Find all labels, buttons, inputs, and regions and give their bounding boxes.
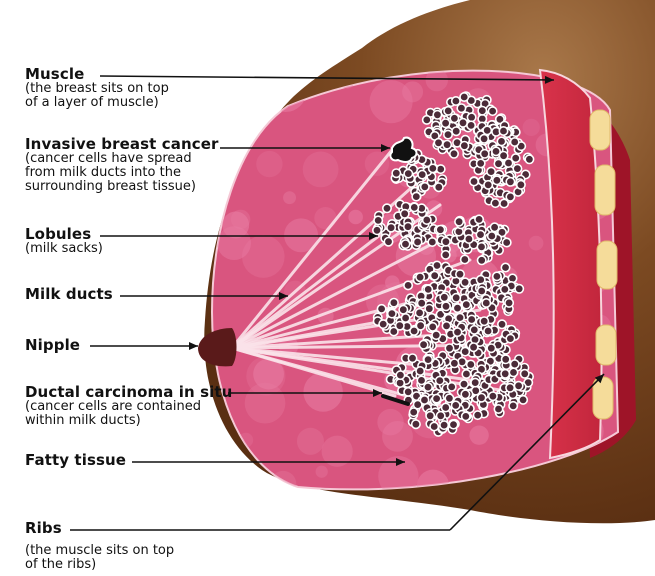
label-dcis-title: Ductal carcinoma in situ	[25, 384, 232, 400]
label-invasive-note-1: (cancer cells have spread	[25, 152, 219, 166]
label-ducts-title: Milk ducts	[25, 286, 113, 302]
label-muscle-note-2: of a layer of muscle)	[25, 96, 169, 110]
label-ribs-note-1: (the muscle sits on top	[25, 544, 174, 558]
label-nipple-title: Nipple	[25, 337, 80, 353]
label-lobules-title: Lobules	[25, 226, 103, 242]
label-dcis-note-2: within milk ducts)	[25, 414, 232, 428]
label-dcis: Ductal carcinoma in situ (cancer cells a…	[25, 384, 232, 428]
label-muscle: Muscle (the breast sits on top of a laye…	[25, 66, 169, 110]
label-invasive-note-3: surrounding breast tissue)	[25, 180, 219, 194]
label-fatty: Fatty tissue	[25, 452, 126, 468]
label-ribs-note-2: of the ribs)	[25, 558, 174, 572]
label-muscle-title: Muscle	[25, 66, 169, 82]
label-ribs: Ribs (the muscle sits on top of the ribs…	[25, 520, 174, 572]
label-nipple: Nipple	[25, 337, 80, 353]
label-ducts: Milk ducts	[25, 286, 113, 302]
label-invasive-title: Invasive breast cancer	[25, 136, 219, 152]
label-ribs-title: Ribs	[25, 520, 174, 536]
label-muscle-note-1: (the breast sits on top	[25, 82, 169, 96]
label-lobules-note-1: (milk sacks)	[25, 242, 103, 256]
label-fatty-title: Fatty tissue	[25, 452, 126, 468]
nipple	[198, 328, 237, 366]
label-lobules: Lobules (milk sacks)	[25, 226, 103, 256]
label-dcis-note-1: (cancer cells are contained	[25, 400, 232, 414]
label-invasive: Invasive breast cancer (cancer cells hav…	[25, 136, 219, 194]
label-invasive-note-2: from milk ducts into the	[25, 166, 219, 180]
